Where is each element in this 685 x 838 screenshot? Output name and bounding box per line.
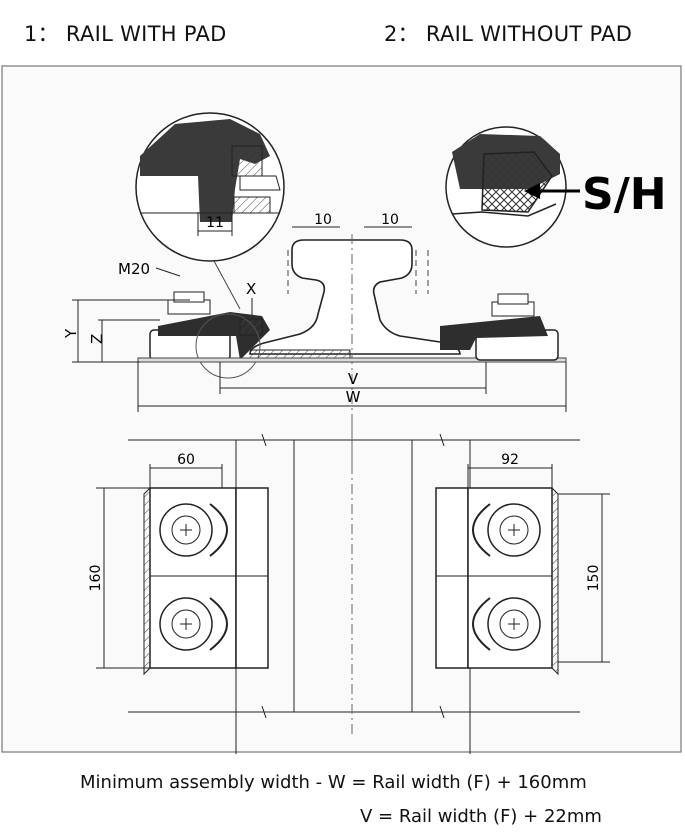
dim-10-left: 10 xyxy=(314,212,332,228)
dim-160: 160 xyxy=(88,565,104,592)
plate-left xyxy=(143,487,269,676)
v-label: V xyxy=(348,370,359,388)
z-label: Z xyxy=(88,334,106,344)
y-label: Y xyxy=(62,328,80,339)
formula-w: Minimum assembly width - W = Rail width … xyxy=(80,772,587,793)
border xyxy=(1,65,682,753)
x-label: X xyxy=(246,280,256,298)
header-rail-with-pad: 1： RAIL WITH PAD xyxy=(24,22,227,46)
detail-circle-right xyxy=(445,126,567,248)
detail-circle-left xyxy=(135,112,285,262)
dim-150: 150 xyxy=(586,565,602,592)
detail-leader-left xyxy=(213,260,241,310)
sh-label: S/H xyxy=(582,169,667,220)
m20-leader xyxy=(155,267,181,277)
formula-v: V = Rail width (F) + 22mm xyxy=(360,806,602,827)
dim-60: 60 xyxy=(177,452,195,468)
dim-11: 11 xyxy=(206,215,224,231)
dim-92: 92 xyxy=(501,452,519,468)
drawing-frame: 11 S/H 10 10 M20 X Y Z xyxy=(1,65,682,754)
dim-10-right: 10 xyxy=(381,212,399,228)
m20-label: M20 xyxy=(118,260,150,278)
sh-arrowhead xyxy=(524,183,540,199)
clip-assembly-left xyxy=(137,291,567,379)
w-label: W xyxy=(346,388,361,406)
plate-right xyxy=(435,487,559,676)
header-rail-without-pad: 2： RAIL WITHOUT PAD xyxy=(384,22,633,46)
clip-assembly-right xyxy=(440,293,559,361)
